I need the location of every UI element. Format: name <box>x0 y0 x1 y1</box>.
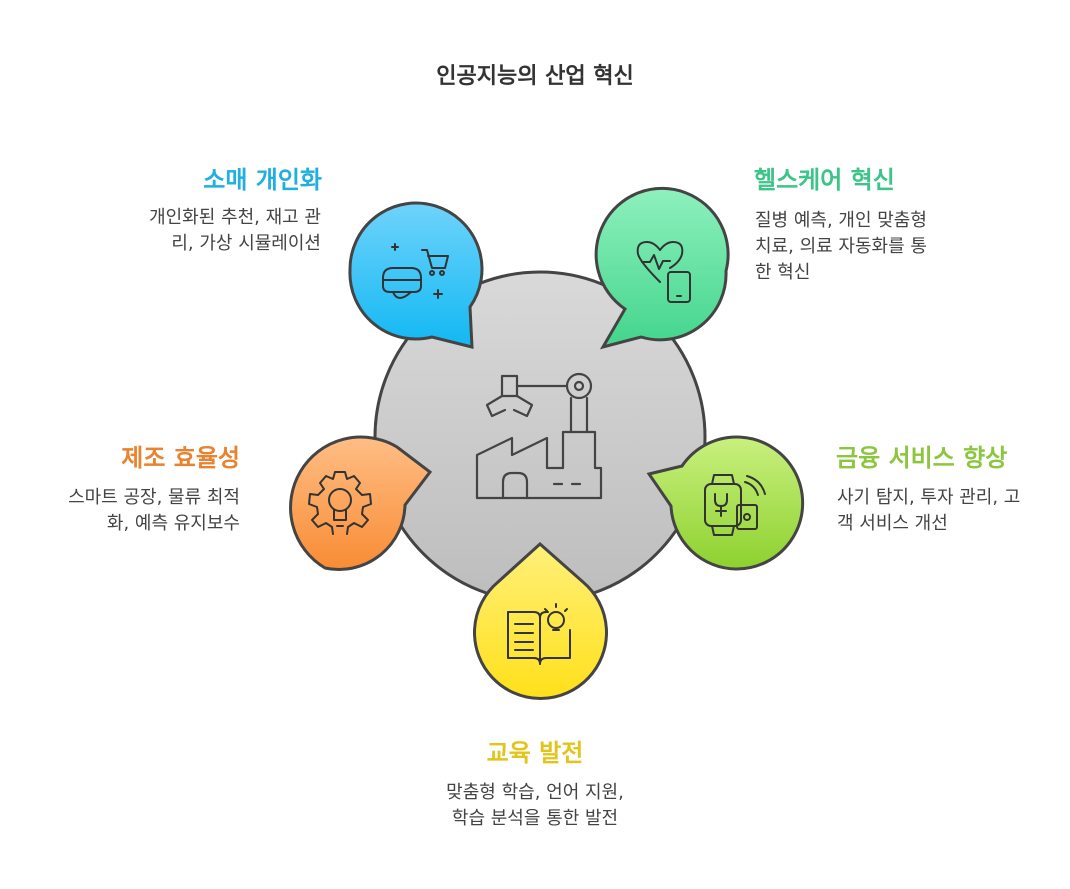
retail-node <box>348 201 484 349</box>
gear-bulb-icon <box>308 471 372 535</box>
finance-desc-line-2: 객 서비스 개선 <box>837 513 948 534</box>
retail-heading: 소매 개인화 <box>203 166 322 194</box>
finance-desc-line-1: 사기 탐지, 투자 관리, 고 <box>837 487 1021 508</box>
vr-shopping-icon <box>382 243 449 299</box>
retail-desc-line-1: 개인화된 추천, 재고 관 <box>149 207 321 228</box>
finance-heading: 금융 서비스 향상 <box>836 444 1008 472</box>
manufacturing-heading: 제조 효율성 <box>121 444 240 472</box>
education-description: 맞춤형 학습, 언어 지원, 학습 분석을 통한 발전 <box>0 780 1070 832</box>
healthcare-description: 질병 예측, 개인 맞춤형 치료, 의료 자동화를 통 한 혁신 <box>755 208 927 286</box>
smartwatch-payment-icon <box>704 474 766 536</box>
diagram-title: 인공지능의 산업 혁신 <box>436 64 634 89</box>
finance-description: 사기 탐지, 투자 관리, 고 객 서비스 개선 <box>837 485 1020 537</box>
manufacturing-desc-line-1: 스마트 공장, 물류 최적 <box>68 487 240 508</box>
manufacturing-node <box>289 435 433 571</box>
healthcare-node <box>594 186 730 350</box>
retail-description: 개인화된 추천, 재고 관 리, 가상 시뮬레이션 <box>149 205 321 257</box>
healthcare-heading: 헬스케어 혁신 <box>754 166 895 194</box>
manufacturing-desc-line-2: 화, 예측 유지보수 <box>106 513 240 534</box>
education-desc-line-2: 학습 분석을 통한 발전 <box>451 808 619 829</box>
healthcare-desc-line-1: 질병 예측, 개인 맞춤형 <box>755 210 927 231</box>
healthcare-desc-line-2: 치료, 의료 자동화를 통 <box>755 236 927 257</box>
book-bulb-icon <box>507 603 571 665</box>
education-desc-line-1: 맞춤형 학습, 언어 지원, <box>446 782 624 803</box>
heart-monitor-icon <box>636 241 691 303</box>
healthcare-desc-line-3: 한 혁신 <box>755 262 811 283</box>
robot-arm-factory-icon <box>475 372 603 500</box>
manufacturing-description: 스마트 공장, 물류 최적 화, 예측 유지보수 <box>68 485 240 537</box>
retail-desc-line-2: 리, 가상 시뮬레이션 <box>171 233 321 254</box>
education-heading: 교육 발전 <box>486 739 584 767</box>
